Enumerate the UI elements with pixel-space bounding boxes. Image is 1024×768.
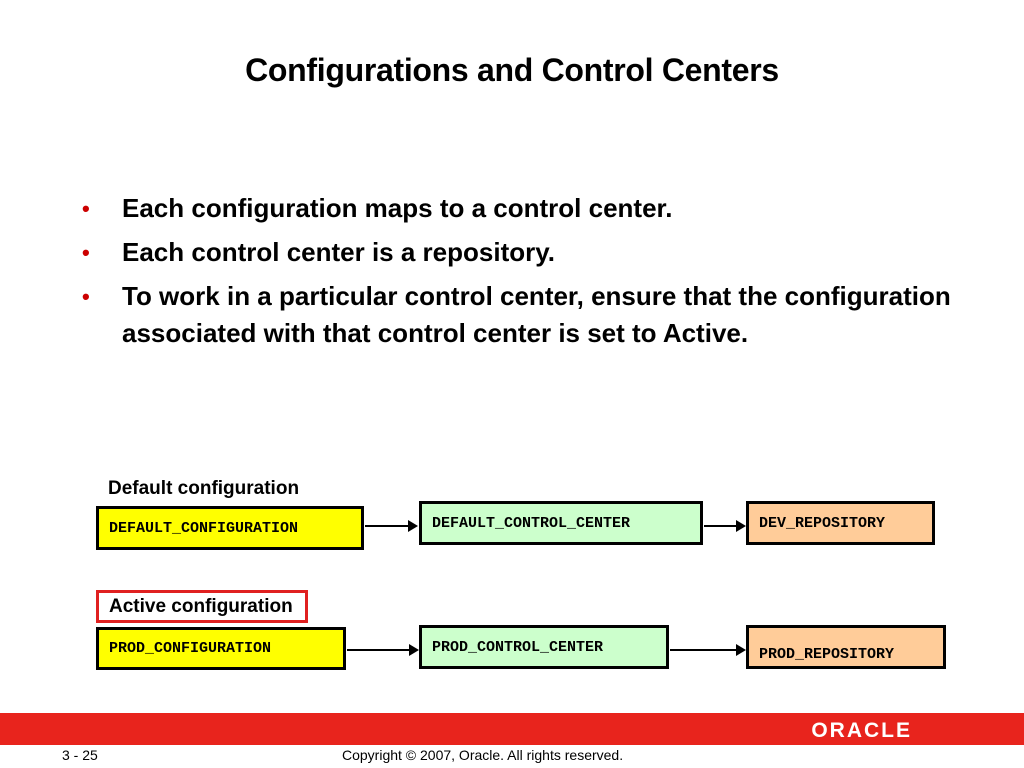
bullet-icon: • [82,240,90,265]
footer-red-bar [0,713,1024,745]
prod-configuration-box: PROD_CONFIGURATION [96,627,346,670]
default-control-center-box: DEFAULT_CONTROL_CENTER [419,501,703,545]
default-configuration-box: DEFAULT_CONFIGURATION [96,506,364,550]
bullet-item: • Each configuration maps to a control ce… [82,190,962,227]
oracle-logo: ORACLE [811,719,912,742]
active-configuration-label: Active configuration [96,590,308,623]
page-number: 3 - 25 [62,747,98,763]
bullet-text: Each control center is a repository. [122,237,555,267]
arrow-icon [670,644,746,656]
arrow-icon [365,520,418,532]
dev-repository-box: DEV_REPOSITORY [746,501,935,545]
slide-title: Configurations and Control Centers [245,52,779,88]
bullet-list: • Each configuration maps to a control ce… [82,190,962,359]
bullet-text: Each configuration maps to a control cen… [122,193,673,223]
bullet-item: • Each control center is a repository. [82,234,962,271]
bullet-icon: • [82,196,90,221]
arrow-icon [347,644,419,656]
prod-repository-box: PROD_REPOSITORY [746,625,946,669]
default-configuration-label: Default configuration [108,478,300,499]
copyright-text: Copyright © 2007, Oracle. All rights res… [342,747,624,763]
bullet-text: To work in a particular control center, … [122,281,951,348]
arrow-icon [704,520,746,532]
prod-control-center-box: PROD_CONTROL_CENTER [419,625,669,669]
bullet-icon: • [82,284,90,309]
bullet-item: • To work in a particular control center,… [82,278,962,352]
